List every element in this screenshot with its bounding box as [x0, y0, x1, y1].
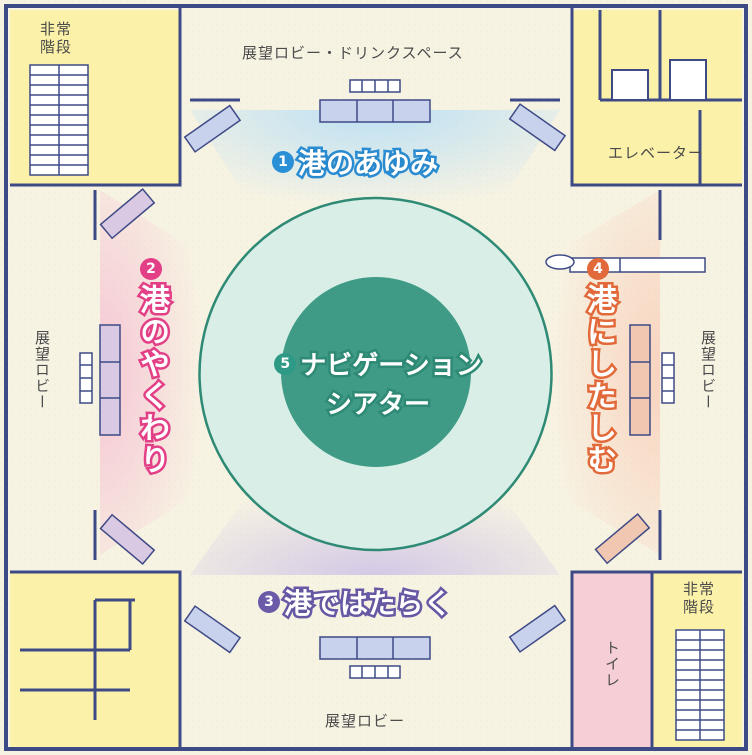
zone-4-number-badge: 4	[587, 258, 609, 280]
bench-right	[629, 324, 675, 436]
elevator-label: エレベーター	[608, 144, 705, 162]
bench-left	[79, 324, 121, 436]
zone-2-area	[100, 190, 250, 555]
outer-wall	[4, 4, 748, 751]
top-lobby-label: 展望ロビー・ドリンクスペース	[242, 44, 464, 62]
zone-3-title: 港ではたらく	[281, 585, 453, 623]
wall-br	[570, 570, 742, 747]
zone-5-title-line2: シアター	[323, 388, 432, 423]
zone-2-title: 港のやくわり	[132, 282, 172, 479]
zone-5-label[interactable]: 5 ナビゲーション シアター	[238, 345, 518, 423]
counter-right-top	[545, 254, 706, 273]
zone-1-area	[190, 110, 560, 250]
zone-1-number-badge: 1	[272, 151, 294, 173]
wall-bl	[10, 570, 182, 747]
emergency-stairs-label-br: 非常 階段	[683, 580, 716, 616]
emergency-stairs-label-tl: 非常 階段	[40, 20, 73, 56]
zone-5-title-line1: ナビゲーション	[298, 349, 484, 384]
bottom-lobby-label: 展望ロビー	[325, 712, 406, 730]
zone-4-area	[500, 190, 660, 555]
zone-3-number-badge: 3	[258, 591, 280, 613]
stairs-tl	[29, 64, 89, 176]
zone-3-label[interactable]: 3 港ではたらく	[258, 582, 454, 623]
bench-top	[319, 79, 431, 123]
zone-2-number-badge: 2	[140, 258, 162, 280]
bench-bottom	[319, 636, 431, 679]
left-lobby-label: 展望ロビー	[33, 330, 51, 410]
zone-1-label[interactable]: 1 港のあゆみ	[272, 142, 441, 183]
zone-2-label[interactable]: 2 港のやくわり	[132, 258, 172, 479]
zone-1-title: 港のあゆみ	[295, 145, 440, 183]
toilet-label: トイレ	[603, 640, 621, 688]
right-lobby-label: 展望ロビー	[699, 330, 717, 410]
zone-5-number-badge: 5	[274, 352, 297, 375]
display-cases	[99, 103, 651, 654]
elevator-door-2	[669, 59, 707, 101]
toilet-room	[572, 572, 652, 747]
wall-tl	[10, 8, 182, 187]
stairs-br	[675, 629, 725, 741]
theater-inner	[281, 277, 471, 467]
zone-4-label[interactable]: 4 港にしたしむ	[579, 258, 619, 479]
zone-4-title: 港にしたしむ	[579, 282, 619, 479]
elevator-door-1	[611, 69, 649, 101]
wall-tr	[570, 8, 742, 187]
